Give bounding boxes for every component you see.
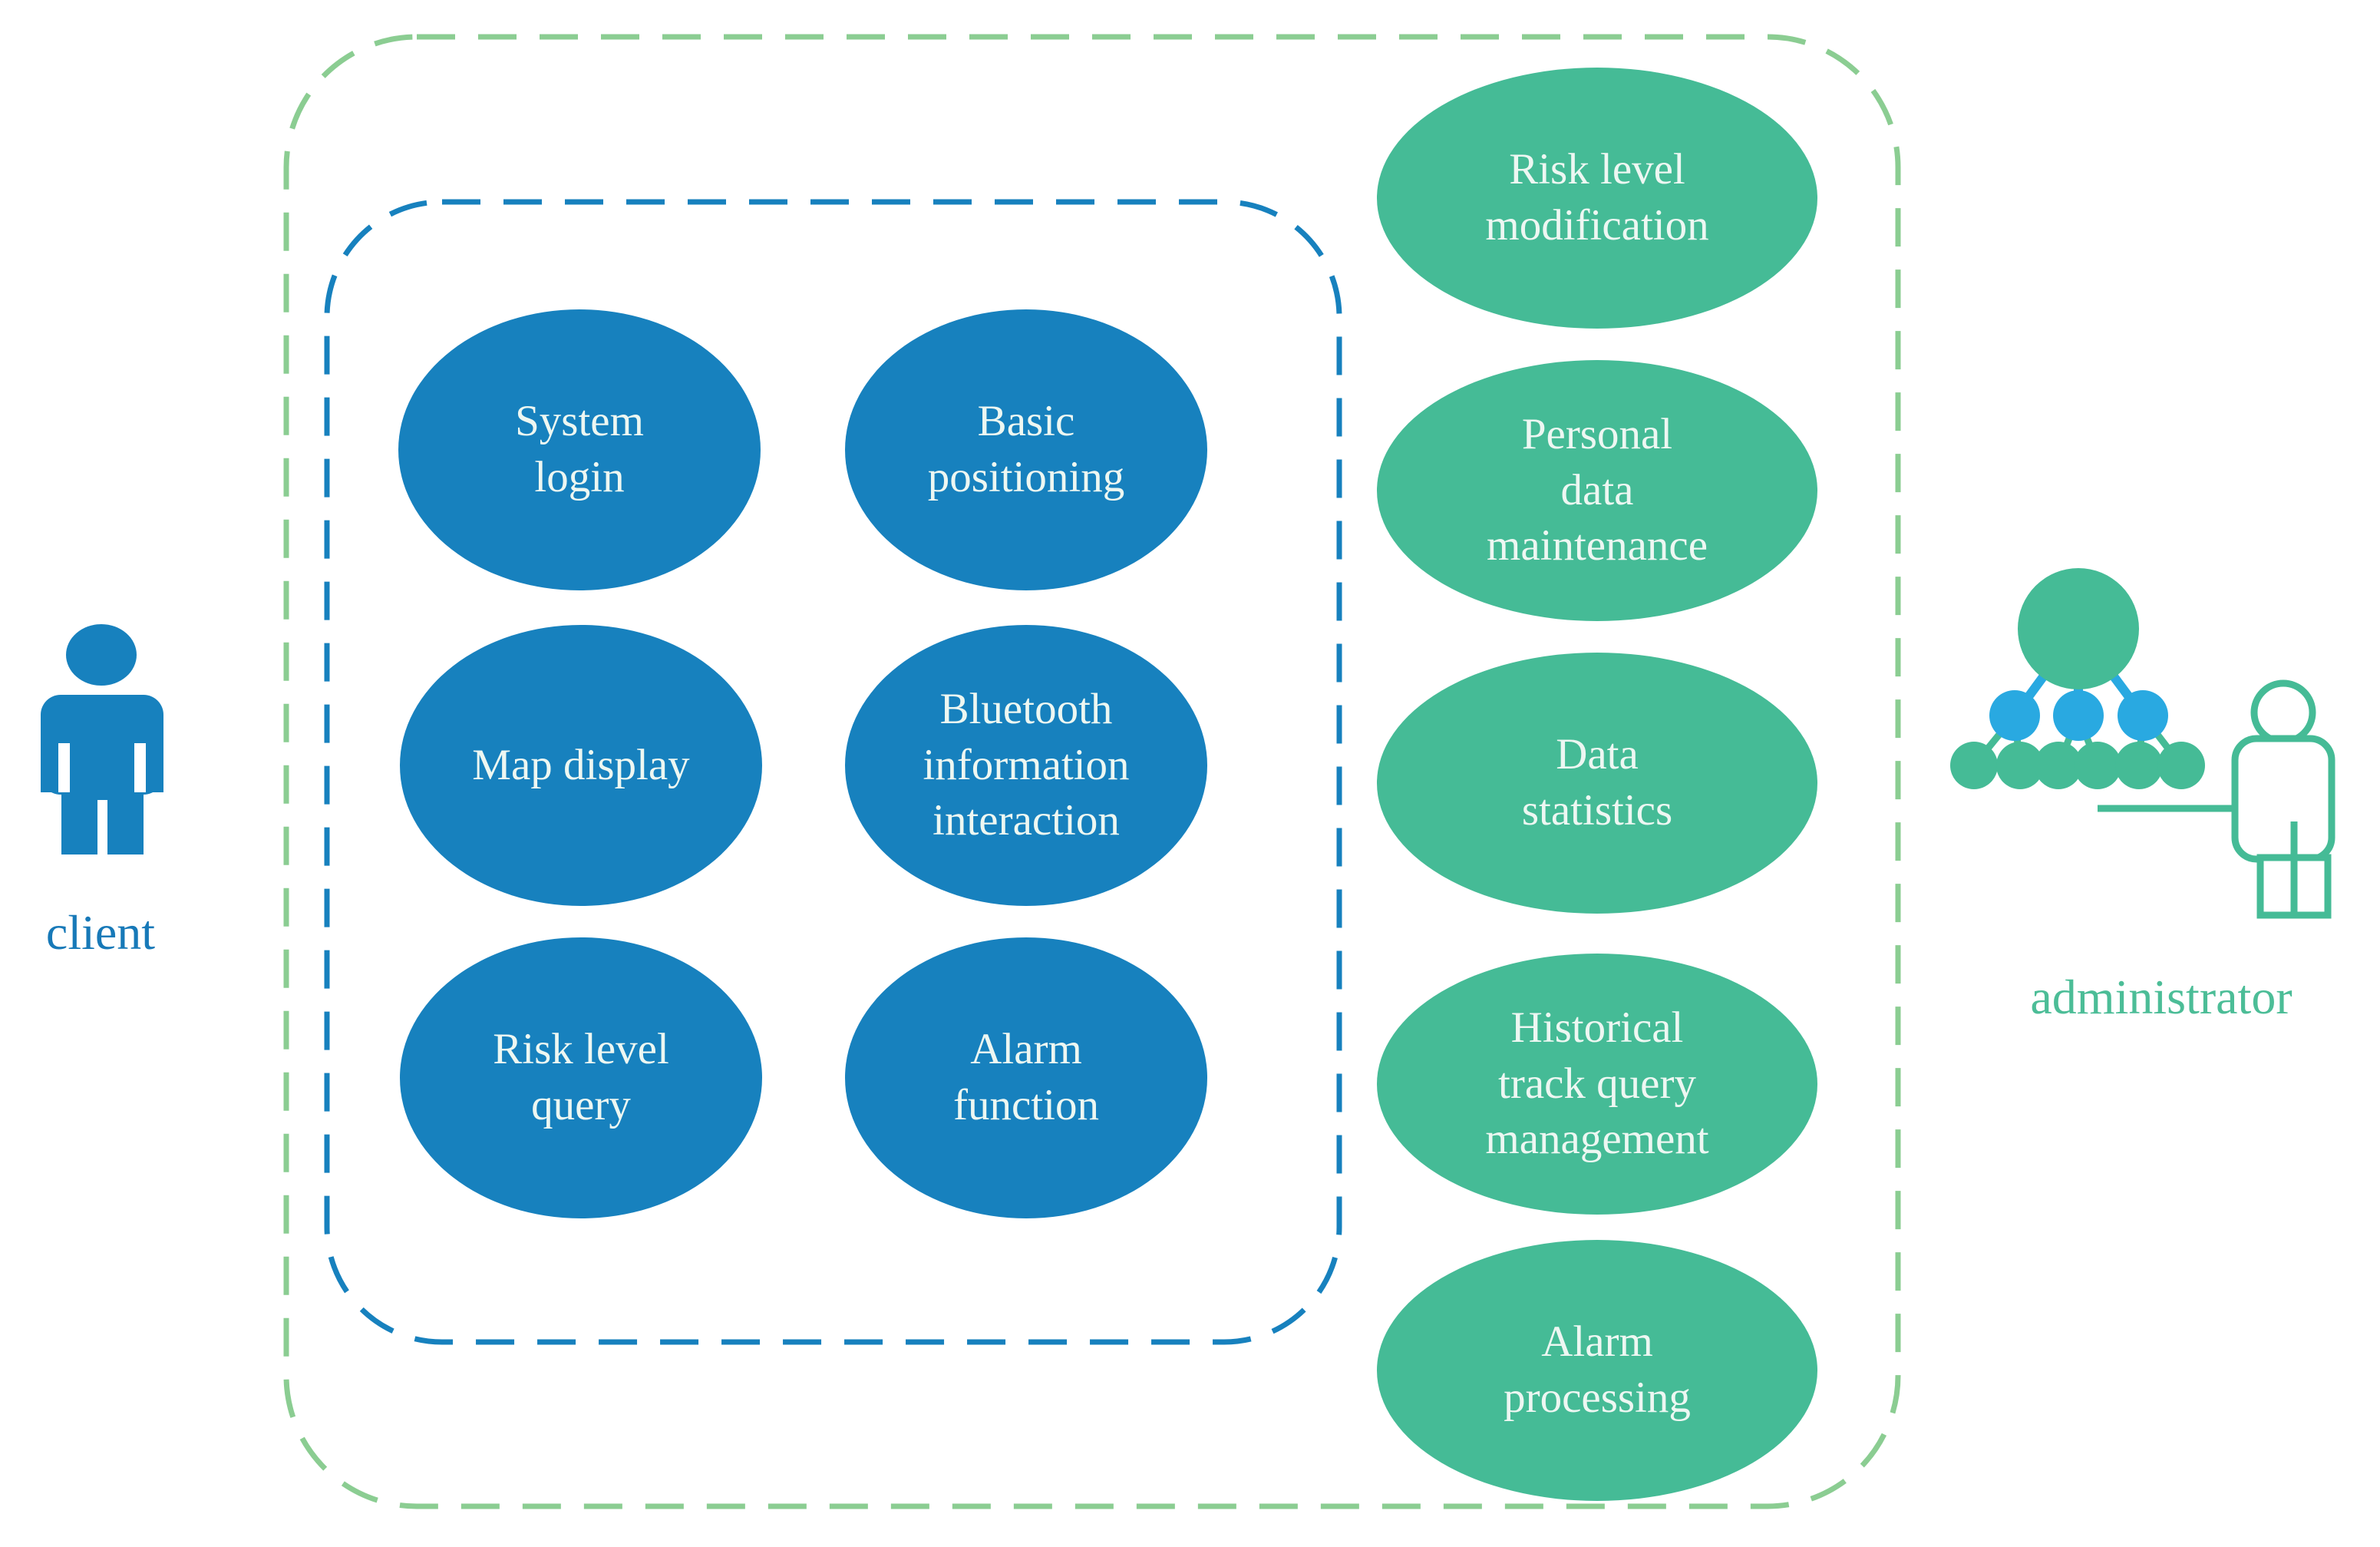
- admin-hierarchy-icon: [1950, 568, 2205, 789]
- use-case-label: Alarm function: [953, 1025, 1099, 1129]
- use-case-risk-level-modification: Risk level modification: [1377, 68, 1817, 329]
- use-case-label: Risk level query: [493, 1025, 669, 1129]
- use-case-label: Data statistics: [1521, 730, 1673, 835]
- client-label: client: [45, 905, 156, 960]
- client-system-boundary: [324, 199, 1342, 1345]
- use-case-basic-positioning: Basic positioning: [845, 309, 1207, 590]
- admin-person-icon: [2098, 679, 2335, 919]
- client-person-icon: [41, 624, 163, 854]
- use-case-alarm-processing: Alarm processing: [1377, 1240, 1817, 1501]
- use-case-data-statistics: Data statistics: [1377, 653, 1817, 914]
- use-case-label: Bluetooth information interaction: [923, 684, 1130, 845]
- use-case-historical-track-query-management: Historical track query management: [1377, 954, 1817, 1215]
- use-case-alarm-function: Alarm function: [845, 937, 1207, 1218]
- administrator-actor-icon: [1950, 568, 2335, 919]
- use-case-label: Historical track query management: [1485, 1003, 1709, 1164]
- use-case-label: System login: [515, 397, 644, 501]
- use-case-label: Alarm processing: [1504, 1317, 1691, 1422]
- use-case-personal-data-maintenance: Personal data maintenance: [1377, 360, 1817, 621]
- use-case-label: Risk level modification: [1485, 145, 1709, 250]
- use-case-label: Map display: [472, 740, 690, 789]
- use-case-system-login: System login: [398, 309, 761, 590]
- administrator-system-boundary: [283, 34, 1901, 1509]
- use-case-label: Basic positioning: [927, 397, 1125, 501]
- administrator-label: administrator: [2030, 970, 2293, 1024]
- use-case-bluetooth-information-interaction: Bluetooth information interaction: [845, 625, 1207, 906]
- use-case-map-display: Map display: [400, 625, 762, 906]
- use-case-label: Personal data maintenance: [1486, 409, 1708, 570]
- use-case-risk-level-query: Risk level query: [400, 937, 762, 1218]
